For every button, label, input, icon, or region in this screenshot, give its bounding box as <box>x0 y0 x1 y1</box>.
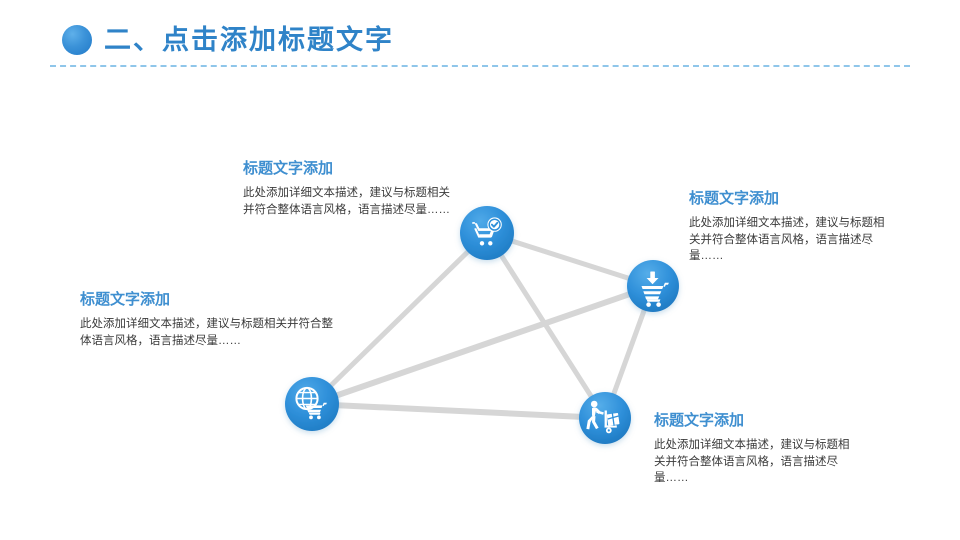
shopping-cart-download-icon <box>641 271 669 307</box>
block-title: 标题文字添加 <box>689 190 780 207</box>
block-body: 此处添加详细文本描述，建议与标题相关并符合整体语言风格，语言描述尽量…… <box>80 318 333 347</box>
edge-cartcheck-cartdownload <box>484 230 656 289</box>
filled-circle-icon <box>62 25 92 55</box>
edge-cartdownload-globecart <box>309 283 656 407</box>
text-block-top-right: 标题文字添加 此处添加详细文本描述，建议与标题相关并符合整体语言风格，语言描述尽… <box>689 188 894 265</box>
text-block-top-left: 标题文字添加 此处添加详细文本描述，建议与标题相关并符合整体语言风格，语言描述尽… <box>243 158 459 218</box>
page-title: 二、点击添加标题文字 <box>104 25 394 55</box>
globe-cart-icon <box>295 386 327 420</box>
network-node-cart-check[interactable] <box>460 206 514 260</box>
edge-globecart-delivery <box>309 401 608 421</box>
text-block-bot-right: 标题文字添加 此处添加详细文本描述，建议与标题相关并符合整体语言风格，语言描述尽… <box>654 410 859 487</box>
network-node-delivery[interactable] <box>579 392 631 444</box>
network-node-globe-cart[interactable] <box>285 377 339 431</box>
block-title: 标题文字添加 <box>80 291 171 308</box>
block-body: 此处添加详细文本描述，建议与标题相关并符合整体语言风格，语言描述尽量…… <box>243 187 450 216</box>
block-title: 标题文字添加 <box>654 412 745 429</box>
text-block-mid-left: 标题文字添加 此处添加详细文本描述，建议与标题相关并符合整体语言风格，语言描述尽… <box>80 289 340 349</box>
delivery-handtruck-icon <box>586 400 620 434</box>
block-title: 标题文字添加 <box>243 160 334 177</box>
edge-cartcheck-globecart <box>309 230 490 407</box>
network-edges <box>309 230 656 421</box>
network-node-cart-download[interactable] <box>627 260 679 312</box>
slide-header: 二、点击添加标题文字 <box>0 0 960 72</box>
header-divider <box>50 65 910 67</box>
shopping-cart-check-icon <box>472 217 502 246</box>
block-body: 此处添加详细文本描述，建议与标题相关并符合整体语言风格，语言描述尽量…… <box>654 439 850 484</box>
block-body: 此处添加详细文本描述，建议与标题相关并符合整体语言风格，语言描述尽量…… <box>689 217 885 262</box>
